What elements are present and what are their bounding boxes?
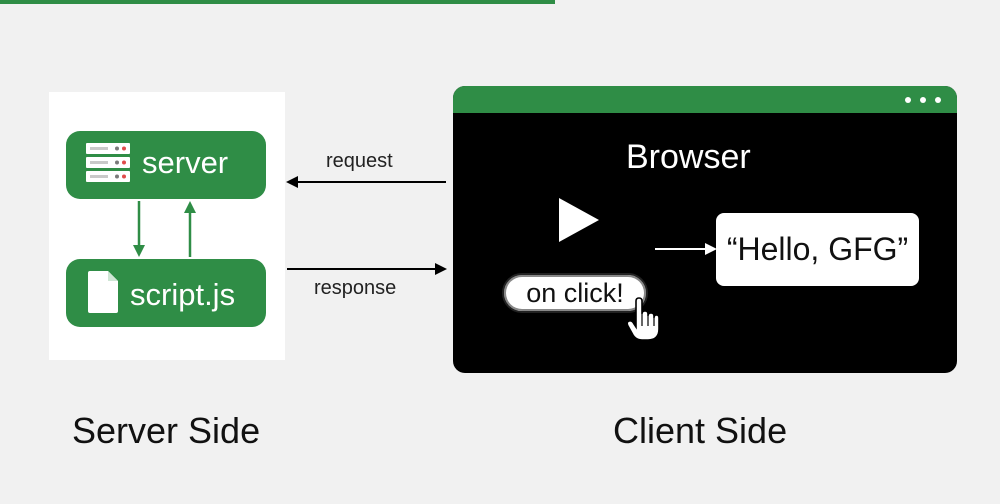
server-label: server [142,145,229,180]
on-click-button[interactable]: on click! [502,273,648,313]
browser-window: Browser “Hello, GFG” on click! [453,86,957,373]
hand-pointer-icon [626,297,660,341]
client-side-caption: Client Side [613,410,788,451]
top-progress-bar [0,0,555,4]
script-box: script.js [66,259,266,327]
response-label: response [314,277,397,299]
browser-title-bar [453,86,957,113]
browser-title: Browser [626,138,751,176]
file-icon [88,271,118,313]
request-label: request [326,150,393,172]
output-arrow [655,243,717,255]
play-icon [559,198,599,242]
server-icon [86,143,130,182]
window-dot [920,97,926,103]
output-text-box: “Hello, GFG” [716,213,919,286]
window-dot [935,97,941,103]
window-dots-icon [905,97,911,103]
server-side-caption: Server Side [72,410,261,451]
script-label: script.js [130,277,236,312]
server-box: server [66,131,266,199]
